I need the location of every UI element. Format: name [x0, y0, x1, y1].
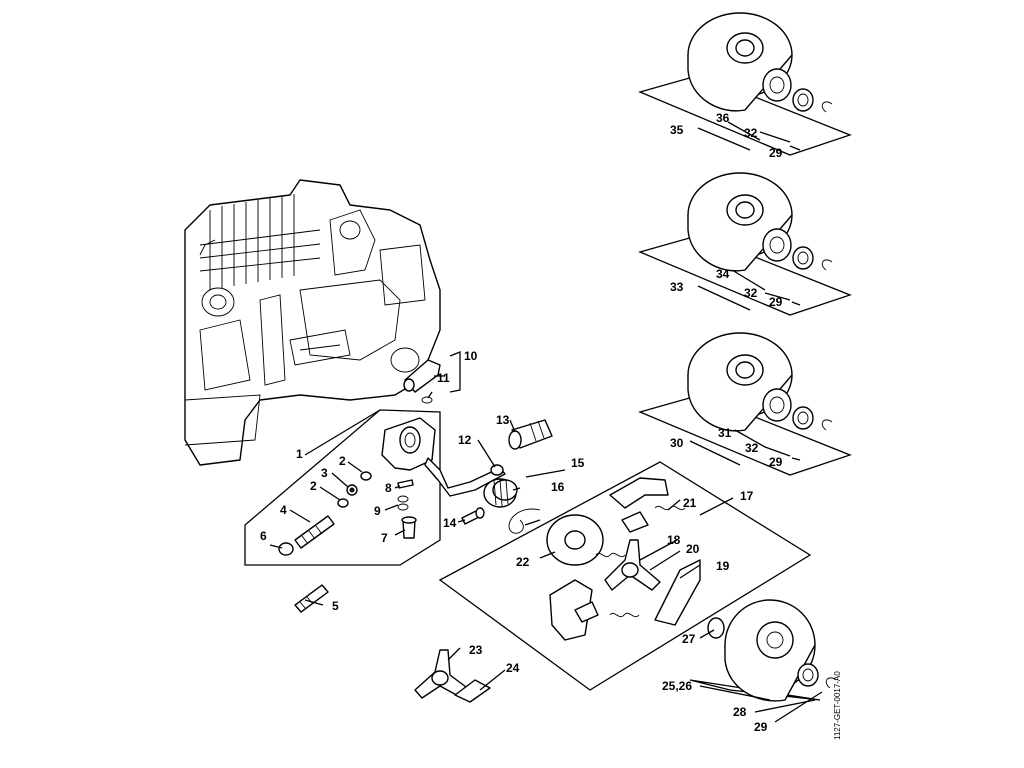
label-8: 8 [385, 481, 392, 495]
label-30: 30 [670, 436, 684, 450]
oil-pump-group [244, 409, 441, 566]
label-10: 10 [464, 349, 478, 363]
label-18: 18 [667, 533, 681, 547]
label-9: 9 [374, 504, 381, 518]
label-2b: 2 [310, 479, 317, 493]
adjusting-screw-5 [294, 584, 329, 613]
label-29-top: 29 [769, 146, 783, 160]
sprocket-group-low [638, 332, 852, 476]
part-labels: 1 2 2 3 4 5 6 7 8 9 10 11 12 13 14 15 16… [260, 111, 783, 734]
label-23: 23 [469, 643, 483, 657]
label-14: 14 [443, 516, 457, 530]
label-7: 7 [381, 531, 388, 545]
label-13: 13 [496, 413, 510, 427]
oil-hose-12 [424, 457, 506, 497]
carrier-23-24 [414, 649, 491, 703]
label-31: 31 [718, 426, 732, 440]
leader-lines [269, 121, 823, 723]
label-33: 33 [670, 280, 684, 294]
worm-gear-16 [483, 478, 541, 534]
label-32-low: 32 [745, 441, 759, 455]
label-22: 22 [516, 555, 530, 569]
label-35: 35 [670, 123, 684, 137]
valve-10-11 [403, 359, 441, 404]
label-34: 34 [716, 267, 730, 281]
label-20: 20 [686, 542, 700, 556]
label-12: 12 [458, 433, 472, 447]
label-6: 6 [260, 529, 267, 543]
label-1: 1 [296, 447, 303, 461]
label-25-26: 25,26 [662, 679, 692, 693]
drawing-code: 1127-GET-0017-A0 [833, 671, 842, 740]
sprocket-group-top [638, 12, 852, 156]
label-4: 4 [280, 503, 287, 517]
label-3: 3 [321, 466, 328, 480]
group-outline-1 [244, 409, 441, 566]
label-28: 28 [733, 705, 747, 719]
label-2a: 2 [339, 454, 346, 468]
label-19: 19 [716, 559, 730, 573]
label-17: 17 [740, 489, 754, 503]
group-outline-17 [438, 461, 812, 691]
label-24: 24 [506, 661, 520, 675]
engine-housing [184, 179, 441, 466]
label-5: 5 [332, 599, 339, 613]
label-32-mid: 32 [744, 286, 758, 300]
label-29-mid: 29 [769, 295, 783, 309]
filter-13 [508, 419, 553, 450]
label-15: 15 [571, 456, 585, 470]
sprocket-group-bottom [689, 599, 837, 702]
label-29-low: 29 [769, 455, 783, 469]
screw-14 [461, 507, 485, 525]
label-27: 27 [682, 632, 696, 646]
sprocket-group-mid [638, 172, 852, 316]
label-32-top: 32 [744, 126, 758, 140]
label-11: 11 [437, 371, 450, 385]
clutch-group [438, 461, 812, 691]
label-16: 16 [551, 480, 565, 494]
label-21: 21 [683, 496, 697, 510]
label-29-bottom: 29 [754, 720, 768, 734]
label-36: 36 [716, 111, 730, 125]
